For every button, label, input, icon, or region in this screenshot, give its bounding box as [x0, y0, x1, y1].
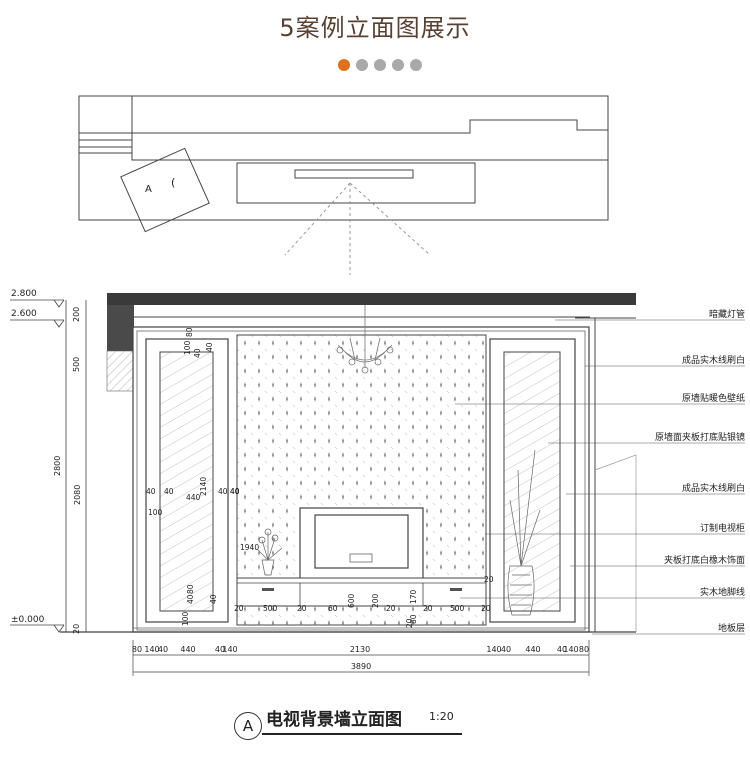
bottom-dimension: 2130 — [350, 645, 370, 654]
caption-title: 电视背景墙立面图 — [266, 710, 402, 730]
carousel-dot-3[interactable] — [374, 59, 386, 71]
level-mark: ±0.000 — [11, 615, 45, 625]
right-mirror — [503, 351, 561, 612]
carousel-dot-1[interactable] — [338, 59, 350, 71]
ceiling-beam — [107, 305, 134, 351]
inner-dimension: 100 — [183, 340, 192, 355]
callout-label: 原墙面夹板打底贴银镜 — [655, 431, 745, 443]
callout-label: 成品实木线刷白 — [682, 482, 745, 494]
cabinet-dimension: 20 — [423, 604, 433, 613]
cabinet-dimension: 500 — [263, 604, 278, 613]
bottom-dimension: 80 — [579, 645, 589, 654]
bottom-dimension: 40 — [158, 645, 168, 654]
bottom-dimension: 40 — [215, 645, 225, 654]
inner-dimension: 80 — [186, 584, 195, 594]
cabinet-dimension: 20 — [386, 604, 396, 613]
cabinet-dimension: 200 — [371, 593, 380, 608]
plant-left — [257, 528, 283, 576]
left-mirror — [159, 351, 214, 612]
left-dimension: 500 — [72, 357, 81, 372]
callout-label: 地板层 — [718, 622, 745, 634]
inner-dimension: 40 — [230, 487, 240, 496]
inner-dimension: 40 — [146, 487, 156, 496]
carousel-dot-4[interactable] — [392, 59, 404, 71]
plan-tv-cabinet — [236, 162, 476, 204]
inner-dimension: 40 — [230, 487, 240, 496]
cabinet-dimension: 60 — [328, 604, 338, 613]
bottom-dimension: 40 — [557, 645, 567, 654]
level-mark: 2.800 — [11, 289, 37, 299]
inner-dimension: 40 — [164, 487, 174, 496]
vase-right — [507, 449, 541, 616]
cabinet-dimension: 20 — [297, 604, 307, 613]
right-panel — [489, 338, 576, 623]
chandelier — [336, 305, 394, 374]
cabinet-dimension: 20 — [405, 618, 414, 628]
caption-underline — [262, 733, 462, 735]
total-width-dimension: 3890 — [351, 662, 371, 671]
inner-dimension: 40 — [205, 342, 214, 352]
cabinet-dimension: 600 — [347, 593, 356, 608]
callout-label: 成品实木线刷白 — [682, 354, 745, 366]
inner-dimension: 100 — [181, 611, 190, 626]
left-panel — [145, 338, 229, 623]
inner-dimension: 2140 — [199, 477, 208, 496]
ceiling-slab — [107, 293, 636, 305]
plan-marker-arc: ( — [171, 176, 175, 189]
callout-label: 夹板打底白橡木饰面 — [664, 554, 745, 566]
cabinet-dimension: 170 — [409, 589, 418, 604]
bottom-dimension: 40 — [501, 645, 511, 654]
bottom-dimension: 140 — [563, 645, 578, 654]
caption-scale: 1:20 — [429, 710, 454, 723]
bottom-dimension: 440 — [180, 645, 195, 654]
callout-label: 暗藏灯管 — [709, 308, 745, 320]
carousel-dots — [338, 59, 422, 71]
inner-dimension: 40 — [186, 594, 195, 604]
inner-dimension: 1940 — [240, 543, 259, 552]
bottom-dimension: 140 — [222, 645, 237, 654]
carousel-dot-2[interactable] — [356, 59, 368, 71]
callout-label: 原墙贴暖色壁纸 — [682, 392, 745, 404]
callout-label: 实木地脚线 — [700, 586, 745, 598]
cabinet-dimension: 80 — [409, 614, 418, 624]
cabinet-dimension: 20 — [481, 604, 491, 613]
inner-dimension: 440 — [186, 493, 201, 502]
callout-label: 订制电视柜 — [700, 522, 745, 534]
cabinet-dimension: 500 — [450, 604, 465, 613]
cabinet-dimension: 20 — [484, 575, 494, 584]
left-dimension: 200 — [72, 307, 81, 322]
page-title: 5案例立面图展示 — [279, 14, 471, 42]
left-dimension: 20 — [72, 624, 81, 634]
inner-dimension: 40 — [218, 487, 228, 496]
bottom-dimension-lines — [132, 640, 590, 676]
plan-sofa — [120, 147, 210, 233]
plan-marker-a: A — [145, 184, 152, 195]
inner-dimension: 40 — [209, 594, 218, 604]
tv-screen — [314, 514, 409, 569]
bottom-dimension: 140 — [144, 645, 159, 654]
bottom-dimension: 140 — [486, 645, 501, 654]
bottom-dimension: 440 — [525, 645, 540, 654]
left-dimension: 2080 — [73, 485, 82, 505]
inner-dimension: 80 — [185, 327, 194, 337]
plan-outline — [78, 95, 609, 221]
left-dimension: 2800 — [53, 456, 62, 476]
level-mark: 2.600 — [11, 309, 37, 319]
inner-dimension: 100 — [148, 508, 163, 517]
caption-letter-badge: A — [234, 712, 262, 740]
plan-view — [78, 95, 609, 275]
inner-dimension: 40 — [193, 348, 202, 358]
callout-leaders — [455, 319, 745, 635]
cabinet-dimension: 20 — [234, 604, 244, 613]
bottom-dimension: 80 — [132, 645, 142, 654]
carousel-dot-5[interactable] — [410, 59, 422, 71]
tv-cabinet — [236, 577, 487, 607]
